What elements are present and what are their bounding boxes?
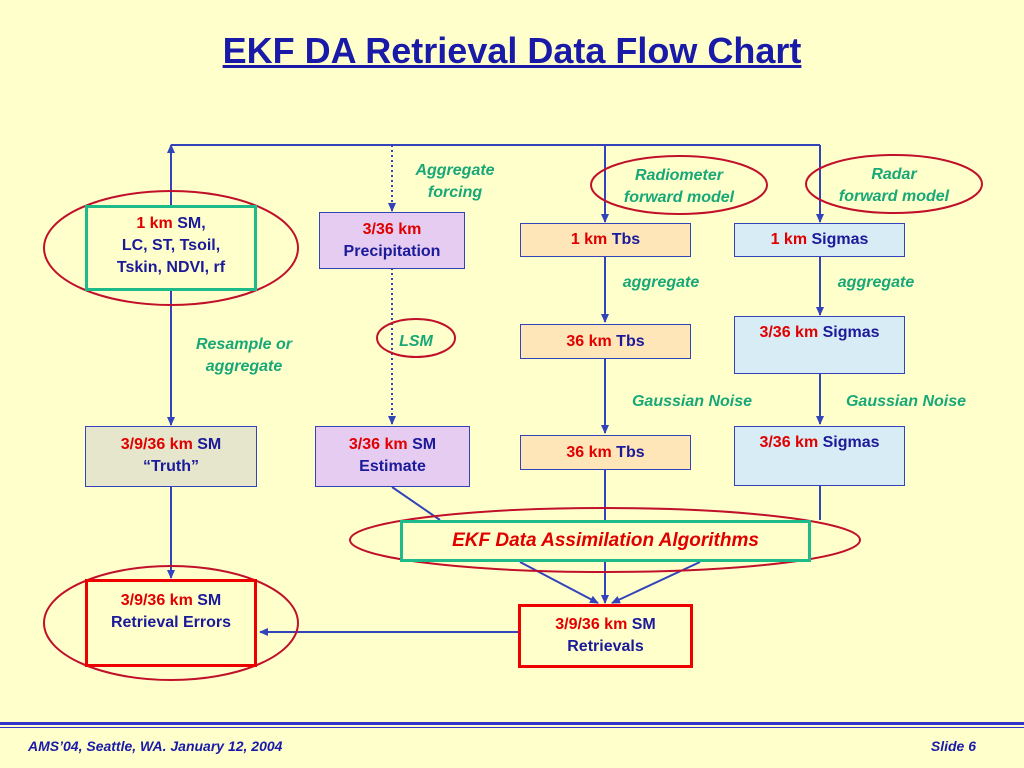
tbs-1km-box: 1 km Tbs [520, 223, 691, 257]
tbs36b-resolution: 36 km [566, 444, 612, 461]
estimate-resolution: 3/36 km [348, 436, 408, 453]
footer-divider [0, 722, 1024, 725]
truth-resolution: 3/9/36 km [120, 436, 193, 453]
ellipse-radar [805, 154, 983, 214]
sm-estimate-box: 3/36 km SM Estimate [315, 426, 470, 487]
ellipse-ekf [349, 507, 861, 573]
tbs36a-label: Tbs [611, 333, 645, 350]
ellipse-radiometer [590, 155, 768, 215]
sm-truth-box: 3/9/36 km SM “Truth” [85, 426, 257, 487]
retrieval-errors-box: 3/9/36 km SM Retrieval Errors [85, 579, 257, 667]
tbs36a-resolution: 36 km [566, 333, 612, 350]
ekf-to-retrievals-1 [519, 561, 599, 604]
tbs1-resolution: 1 km [570, 231, 608, 248]
lsm-label: LSM [399, 333, 433, 350]
estimate-to-ekf [391, 486, 441, 521]
precip-label: Precipitation [343, 243, 441, 260]
sig336b-label: Sigmas [818, 434, 880, 451]
input-resolution: 1 km [136, 215, 173, 232]
ekf-to-retrievals-3 [611, 561, 701, 604]
sigmas-1km-box: 1 km Sigmas [734, 223, 905, 257]
footer-citation: AMS’04, Seattle, WA. January 12, 2004 [28, 738, 283, 754]
truth-sm: SM [192, 436, 222, 453]
retrievals-label: Retrievals [567, 638, 644, 655]
tbs-36km-noise-box: 36 km Tbs [520, 435, 691, 470]
input-line2: LC, ST, Tsoil, [121, 237, 221, 254]
ekf-algorithms-box: EKF Data Assimilation Algorithms [400, 520, 811, 562]
ekf-label: EKF Data Assimilation Algorithms [452, 530, 759, 551]
ellipse-errors [43, 565, 299, 681]
sigmas-3-36km-noise-box: 3/36 km Sigmas [734, 426, 905, 486]
retrievals-resolution: 3/9/36 km [555, 616, 628, 633]
sig336a-label: Sigmas [818, 324, 880, 341]
errors-resolution: 3/9/36 km [120, 592, 193, 609]
gaussian-noise-tbs-label: Gaussian Noise [631, 393, 753, 410]
ellipse-lsm [376, 318, 456, 358]
tbs-36km-box: 36 km Tbs [520, 324, 691, 359]
aggregate-sigmas-label: aggregate [837, 274, 915, 291]
estimate-label: Estimate [359, 458, 426, 475]
slide-number: Slide 6 [930, 738, 976, 754]
errors-sm: SM [192, 592, 222, 609]
errors-label: Retrieval Errors [110, 614, 232, 631]
footer-divider-thin [0, 727, 1024, 728]
tbs36b-label: Tbs [611, 444, 645, 461]
gaussian-noise-sigmas-label: Gaussian Noise [845, 393, 967, 410]
tbs1-label: Tbs [607, 231, 641, 248]
input-line3: Tskin, NDVI, rf [116, 259, 226, 276]
sig1-label: Sigmas [807, 231, 869, 248]
sigmas-3-36km-box: 3/36 km Sigmas [734, 316, 905, 374]
sig1-resolution: 1 km [770, 231, 808, 248]
sig336a-resolution: 3/36 km [759, 324, 819, 341]
retrievals-sm: SM [627, 616, 656, 633]
ellipse-input [43, 190, 299, 306]
page-title: EKF DA Retrieval Data Flow Chart [222, 30, 802, 71]
input-sm: SM, [172, 215, 206, 232]
aggregate-tbs-label: aggregate [622, 274, 700, 291]
truth-label: “Truth” [143, 458, 199, 475]
input-data-box: 1 km SM, LC, ST, Tsoil, Tskin, NDVI, rf [85, 205, 257, 291]
sig336b-resolution: 3/36 km [759, 434, 819, 451]
precipitation-box: 3/36 km Precipitation [319, 212, 465, 269]
precip-resolution: 3/36 km [362, 221, 422, 238]
sm-retrievals-box: 3/9/36 km SM Retrievals [518, 604, 693, 668]
estimate-sm: SM [407, 436, 437, 453]
